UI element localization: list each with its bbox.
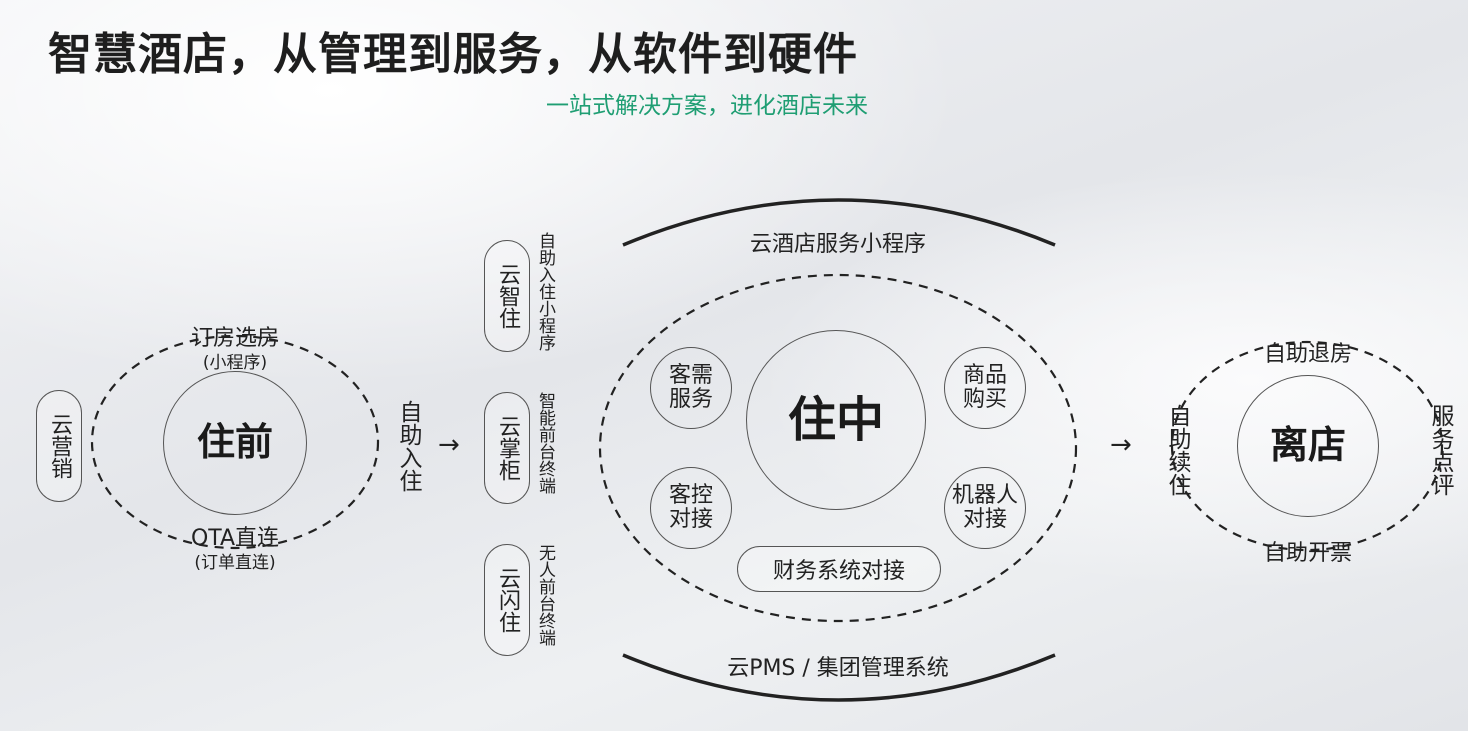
- guest-service-label: 客需服务: [668, 362, 713, 412]
- in-stay-circle: 住中: [746, 330, 926, 510]
- product-desc-1: 智能前台终端: [535, 392, 555, 494]
- pre-stay-top-label: 订房选房: [190, 326, 279, 351]
- in-stay-center: 住中: [787, 391, 884, 448]
- checkout-bottom-label: 自助开票: [1263, 541, 1352, 566]
- room-control-circle: 客控对接: [650, 467, 732, 549]
- marketing-label: 云营销: [47, 413, 72, 479]
- checkout-left-label: 自助续住: [1164, 404, 1190, 496]
- in-stay-ring: [598, 273, 1078, 623]
- checkout-right-label: 服务点评: [1427, 404, 1453, 496]
- arrow-to-checkin-icon: →: [438, 430, 460, 460]
- checkout-top-label: 自助退房: [1263, 342, 1352, 367]
- pre-stay-ring: [90, 334, 380, 550]
- product-name-1: 云掌柜: [495, 415, 520, 481]
- product-desc-0: 自助入住小程序: [535, 232, 555, 351]
- pre-stay-center: 住前: [196, 420, 273, 465]
- goods-circle: 商品购买: [944, 347, 1026, 429]
- arrow-to-checkout-icon: →: [1110, 430, 1132, 460]
- pre-stay-bottom-sub: (订单直连): [194, 553, 276, 573]
- product-pill-2: 云闪住: [484, 544, 530, 656]
- page-title: 智慧酒店，从管理到服务，从软件到硬件: [48, 29, 858, 80]
- page-subtitle: 一站式解决方案，进化酒店未来: [546, 93, 868, 119]
- finance-label: 财务系统对接: [772, 559, 905, 584]
- pre-stay-top-sub: (小程序): [202, 353, 268, 373]
- product-pill-0: 云智住: [484, 240, 530, 352]
- checkout-center: 离店: [1269, 423, 1346, 468]
- product-desc-2: 无人前台终端: [535, 544, 555, 646]
- in-stay-top-arc: [622, 198, 1056, 247]
- pre-stay-circle: 住前: [163, 371, 307, 515]
- guest-service-circle: 客需服务: [650, 347, 732, 429]
- marketing-pill: 云营销: [36, 390, 82, 502]
- in-stay-bottom-arc-label: 云PMS / 集团管理系统: [727, 656, 949, 681]
- product-pill-1: 云掌柜: [484, 392, 530, 504]
- product-name-0: 云智住: [495, 263, 520, 329]
- self-checkin-label: 自助入住: [395, 400, 421, 492]
- robot-circle: 机器人对接: [944, 467, 1026, 549]
- robot-label: 机器人对接: [951, 482, 1018, 532]
- finance-pill: 财务系统对接: [737, 546, 941, 592]
- room-control-label: 客控对接: [668, 482, 713, 532]
- in-stay-bottom-arc: [622, 653, 1056, 702]
- goods-label: 商品购买: [962, 362, 1007, 412]
- checkout-ring: [1170, 340, 1444, 552]
- in-stay-top-arc-label: 云酒店服务小程序: [749, 232, 926, 257]
- checkout-circle: 离店: [1237, 375, 1379, 517]
- pre-stay-bottom-label: OTA直连: [190, 526, 280, 551]
- product-name-2: 云闪住: [495, 567, 520, 633]
